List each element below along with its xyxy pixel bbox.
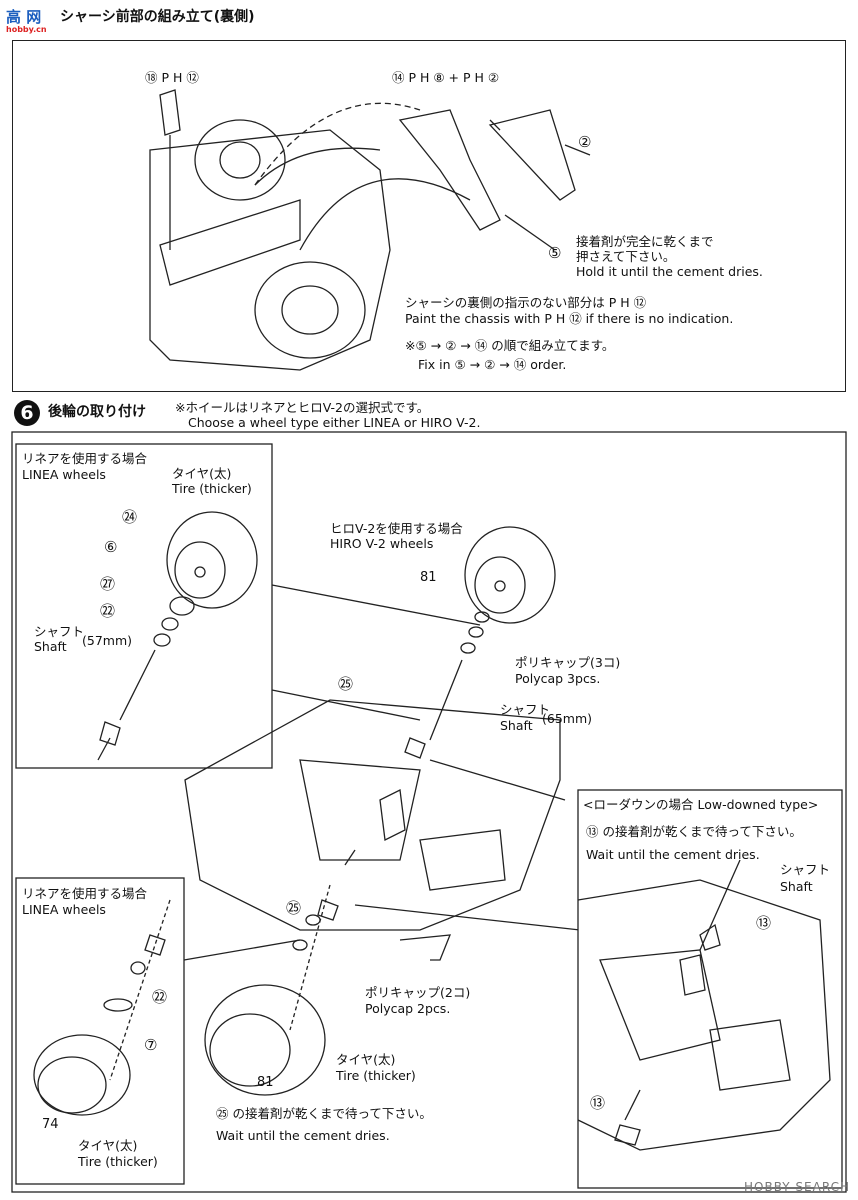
center-polycap-jp: ポリキャップ(2コ) bbox=[365, 985, 471, 1000]
center-part-25: ㉕ bbox=[286, 899, 302, 917]
center-cement-jp: ㉕ の接着剤が乾くまで待って下さい。 bbox=[216, 1106, 432, 1121]
center-tire-en: Tire (thicker) bbox=[336, 1068, 416, 1083]
linea-bottom-part-7: ⑦ bbox=[144, 1036, 158, 1054]
hiro-polycap-en: Polycap 3pcs. bbox=[515, 671, 601, 686]
linea-top-shaft-length: (57mm) bbox=[82, 633, 133, 648]
wheel-choice-note-jp: ※ホイールはリネアとヒロV-2の選択式です。 bbox=[175, 400, 430, 415]
linea-top-title-en: LINEA wheels bbox=[22, 467, 106, 482]
hiro-shaft-jp: シャフト bbox=[500, 702, 551, 717]
linea-top-part-74: ㉔ bbox=[122, 508, 138, 526]
linea-bottom-title-jp: リネアを使用する場合 bbox=[22, 886, 148, 901]
callout-part-18: ⑱ P H ⑫ bbox=[145, 70, 199, 85]
center-tire-jp: タイヤ(太) bbox=[336, 1052, 396, 1067]
order-note-jp: ※⑤ → ② → ⑭ の順で組み立てます。 bbox=[405, 338, 615, 353]
linea-top-part-6: ⑥ bbox=[104, 538, 118, 556]
hiro-part-25: ㉕ bbox=[338, 675, 354, 693]
center-polycap-en: Polycap 2pcs. bbox=[365, 1001, 451, 1016]
linea-top-tire-jp: タイヤ(太) bbox=[172, 466, 232, 481]
linea-top-part-22: ㉒ bbox=[100, 602, 116, 620]
front-chassis-panel bbox=[12, 40, 846, 392]
paint-note-jp: シャーシの裏側の指示のない部分は P H ⑫ bbox=[405, 295, 647, 310]
hiro-shaft-en: Shaft bbox=[500, 718, 533, 733]
lowdown-cement-en: Wait until the cement dries. bbox=[586, 847, 760, 862]
lowdown-cement-jp: ⑬ の接着剤が乾くまで待って下さい。 bbox=[586, 824, 802, 839]
center-part-81: 81 bbox=[257, 1075, 274, 1090]
hiro-polycap-jp: ポリキャップ(3コ) bbox=[515, 655, 621, 670]
hiro-part-81: 81 bbox=[420, 570, 437, 585]
linea-top-part-27: ㉗ bbox=[100, 575, 116, 593]
lowdown-part-13b: ⑬ bbox=[590, 1094, 606, 1112]
hold-note-jp-1: 接着剤が完全に乾くまで bbox=[576, 234, 714, 249]
linea-top-shaft-jp: シャフト bbox=[34, 624, 85, 639]
section-title: シャーシ前部の組み立て(裏側) bbox=[60, 9, 255, 25]
linea-bottom-tire-jp: タイヤ(太) bbox=[78, 1138, 138, 1153]
callout-part-5: ⑤ bbox=[548, 244, 562, 262]
hiro-title-en: HIRO V-2 wheels bbox=[330, 536, 434, 551]
hiro-shaft-length: (65mm) bbox=[542, 711, 593, 726]
hiro-title-jp: ヒロV-2を使用する場合 bbox=[330, 521, 463, 536]
hold-note-jp-2: 押さえて下さい。 bbox=[576, 249, 676, 264]
step-title: 後輪の取り付け bbox=[48, 404, 146, 420]
site-logo: 高 网 hobby.cn bbox=[6, 8, 47, 34]
linea-bottom-tire-en: Tire (thicker) bbox=[78, 1154, 158, 1169]
linea-top-title-jp: リネアを使用する場合 bbox=[22, 451, 148, 466]
lowdown-part-13a: ⑬ bbox=[756, 914, 772, 932]
lowdown-shaft-jp: シャフト bbox=[780, 862, 831, 877]
lowdown-shaft-en: Shaft bbox=[780, 879, 813, 894]
linea-bottom-part-22: ㉒ bbox=[152, 988, 168, 1006]
hold-note-en: Hold it until the cement dries. bbox=[576, 264, 763, 279]
callout-part-2: ② bbox=[578, 133, 592, 151]
wheel-choice-note-en: Choose a wheel type either LINEA or HIRO… bbox=[188, 415, 481, 430]
linea-top-tire-en: Tire (thicker) bbox=[172, 481, 252, 496]
watermark: HOBBY SEARCH bbox=[744, 1180, 850, 1194]
linea-bottom-part-74: 74 bbox=[42, 1117, 59, 1132]
callout-part-14: ⑭ P H ⑧ + P H ② bbox=[392, 70, 500, 85]
paint-note-en: Paint the chassis with P H ⑫ if there is… bbox=[405, 311, 734, 326]
linea-top-shaft-en: Shaft bbox=[34, 639, 67, 654]
center-cement-en: Wait until the cement dries. bbox=[216, 1128, 390, 1143]
step-number-badge: 6 bbox=[14, 400, 40, 426]
order-note-en: Fix in ⑤ → ② → ⑭ order. bbox=[418, 357, 567, 372]
lowdown-title: <ローダウンの場合 Low-downed type> bbox=[583, 797, 819, 812]
linea-bottom-title-en: LINEA wheels bbox=[22, 902, 106, 917]
